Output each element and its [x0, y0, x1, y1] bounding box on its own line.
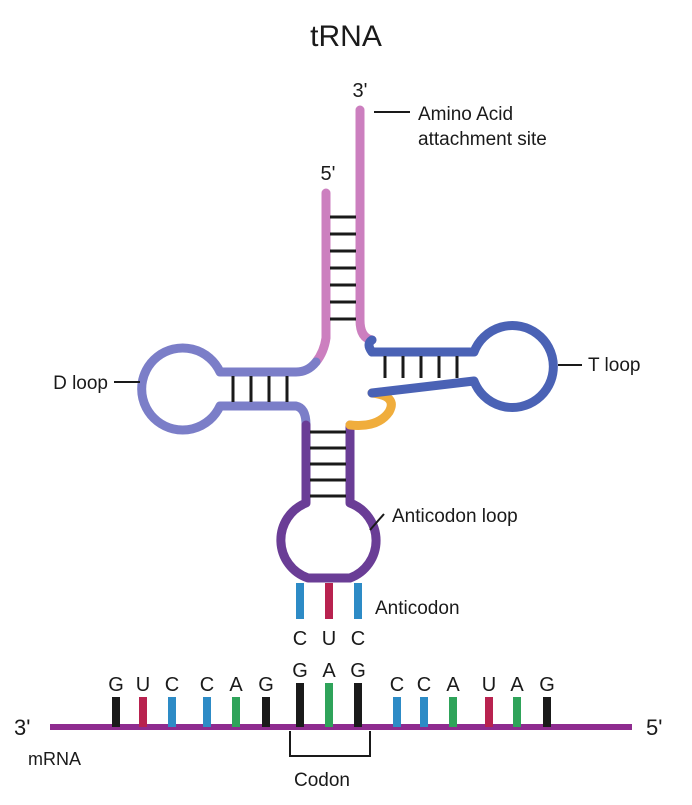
anticodon-base-bar — [325, 583, 333, 619]
codon-base-bar — [296, 683, 304, 727]
mrna-base-letter: U — [482, 674, 496, 696]
anticodon-arm-rungs — [310, 430, 346, 498]
mrna-base-letter: C — [200, 674, 214, 696]
mrna-base-letter: G — [108, 674, 124, 696]
t-arm — [364, 321, 558, 412]
mrna-base-letter: C — [165, 674, 179, 696]
mrna-base-letter: A — [446, 674, 460, 696]
codon-base-bar — [354, 683, 362, 727]
mrna-base-bar — [139, 697, 147, 727]
anticodon-loop-label: Anticodon loop — [392, 506, 518, 527]
mrna-base-bar — [168, 697, 176, 727]
five-prime-end-label: 5' — [321, 163, 336, 185]
amino-acid-label-line2: attachment site — [418, 129, 547, 150]
mrna-base-letter: C — [390, 674, 404, 696]
anticodon-base-bar — [354, 583, 362, 619]
mrna-base-letter: G — [539, 674, 555, 696]
trna-backbone — [137, 105, 558, 583]
mrna-base-bar — [420, 697, 428, 727]
amino-acid-label-line1: Amino Acid — [418, 104, 513, 125]
anticodon-base-letter: U — [322, 628, 336, 650]
mrna-base-bar — [203, 697, 211, 727]
codon-base-bar — [325, 683, 333, 727]
acceptor-stem-3prime-strand — [355, 105, 377, 345]
mrna-base-bar — [485, 697, 493, 727]
mrna-base-letter: A — [510, 674, 524, 696]
mrna-base-bar — [393, 697, 401, 727]
mrna-base-bar — [513, 697, 521, 727]
anticodon-loop-leader — [369, 513, 385, 531]
mrna-base-letter: G — [258, 674, 274, 696]
mrna-base-bar — [112, 697, 120, 727]
mrna-base-letter: C — [417, 674, 431, 696]
anticodon-base-bar — [296, 583, 304, 619]
anticodon-arm — [276, 420, 381, 583]
d-arm-rungs — [231, 376, 289, 402]
mrna-three-prime-label: 3' — [14, 715, 30, 740]
acceptor-stem-5prime-strand — [311, 188, 331, 367]
mrna-base-bar — [262, 697, 270, 727]
leader-lines — [114, 111, 582, 531]
mrna-base-bar — [543, 697, 551, 727]
three-prime-end-label: 3' — [353, 80, 368, 102]
t-arm-rungs — [383, 356, 459, 378]
mrna-base-bar — [449, 697, 457, 727]
mrna-base-letter: U — [136, 674, 150, 696]
d-loop-label: D loop — [53, 373, 108, 394]
variable-loop — [345, 388, 396, 430]
codon-bracket — [289, 731, 371, 757]
codon-base-letter: G — [292, 660, 308, 682]
mrna-base-letter: A — [229, 674, 243, 696]
anticodon-label: Anticodon — [375, 598, 460, 619]
anticodon-base-letter: C — [293, 628, 307, 650]
diagram-title: tRNA — [310, 20, 382, 53]
acceptor-stem-rungs — [330, 215, 356, 321]
anticodon-base-letter: C — [351, 628, 365, 650]
codon-label: Codon — [294, 770, 350, 791]
base-pair-rungs — [231, 215, 459, 498]
codon-base-letter: G — [350, 660, 366, 682]
mrna-base-bar — [232, 697, 240, 727]
d-arm — [137, 343, 321, 435]
mrna-label: mRNA — [28, 749, 81, 769]
mrna-five-prime-label: 5' — [646, 715, 662, 740]
t-loop-label: T loop — [588, 355, 640, 376]
codon-base-letter: A — [322, 660, 336, 682]
